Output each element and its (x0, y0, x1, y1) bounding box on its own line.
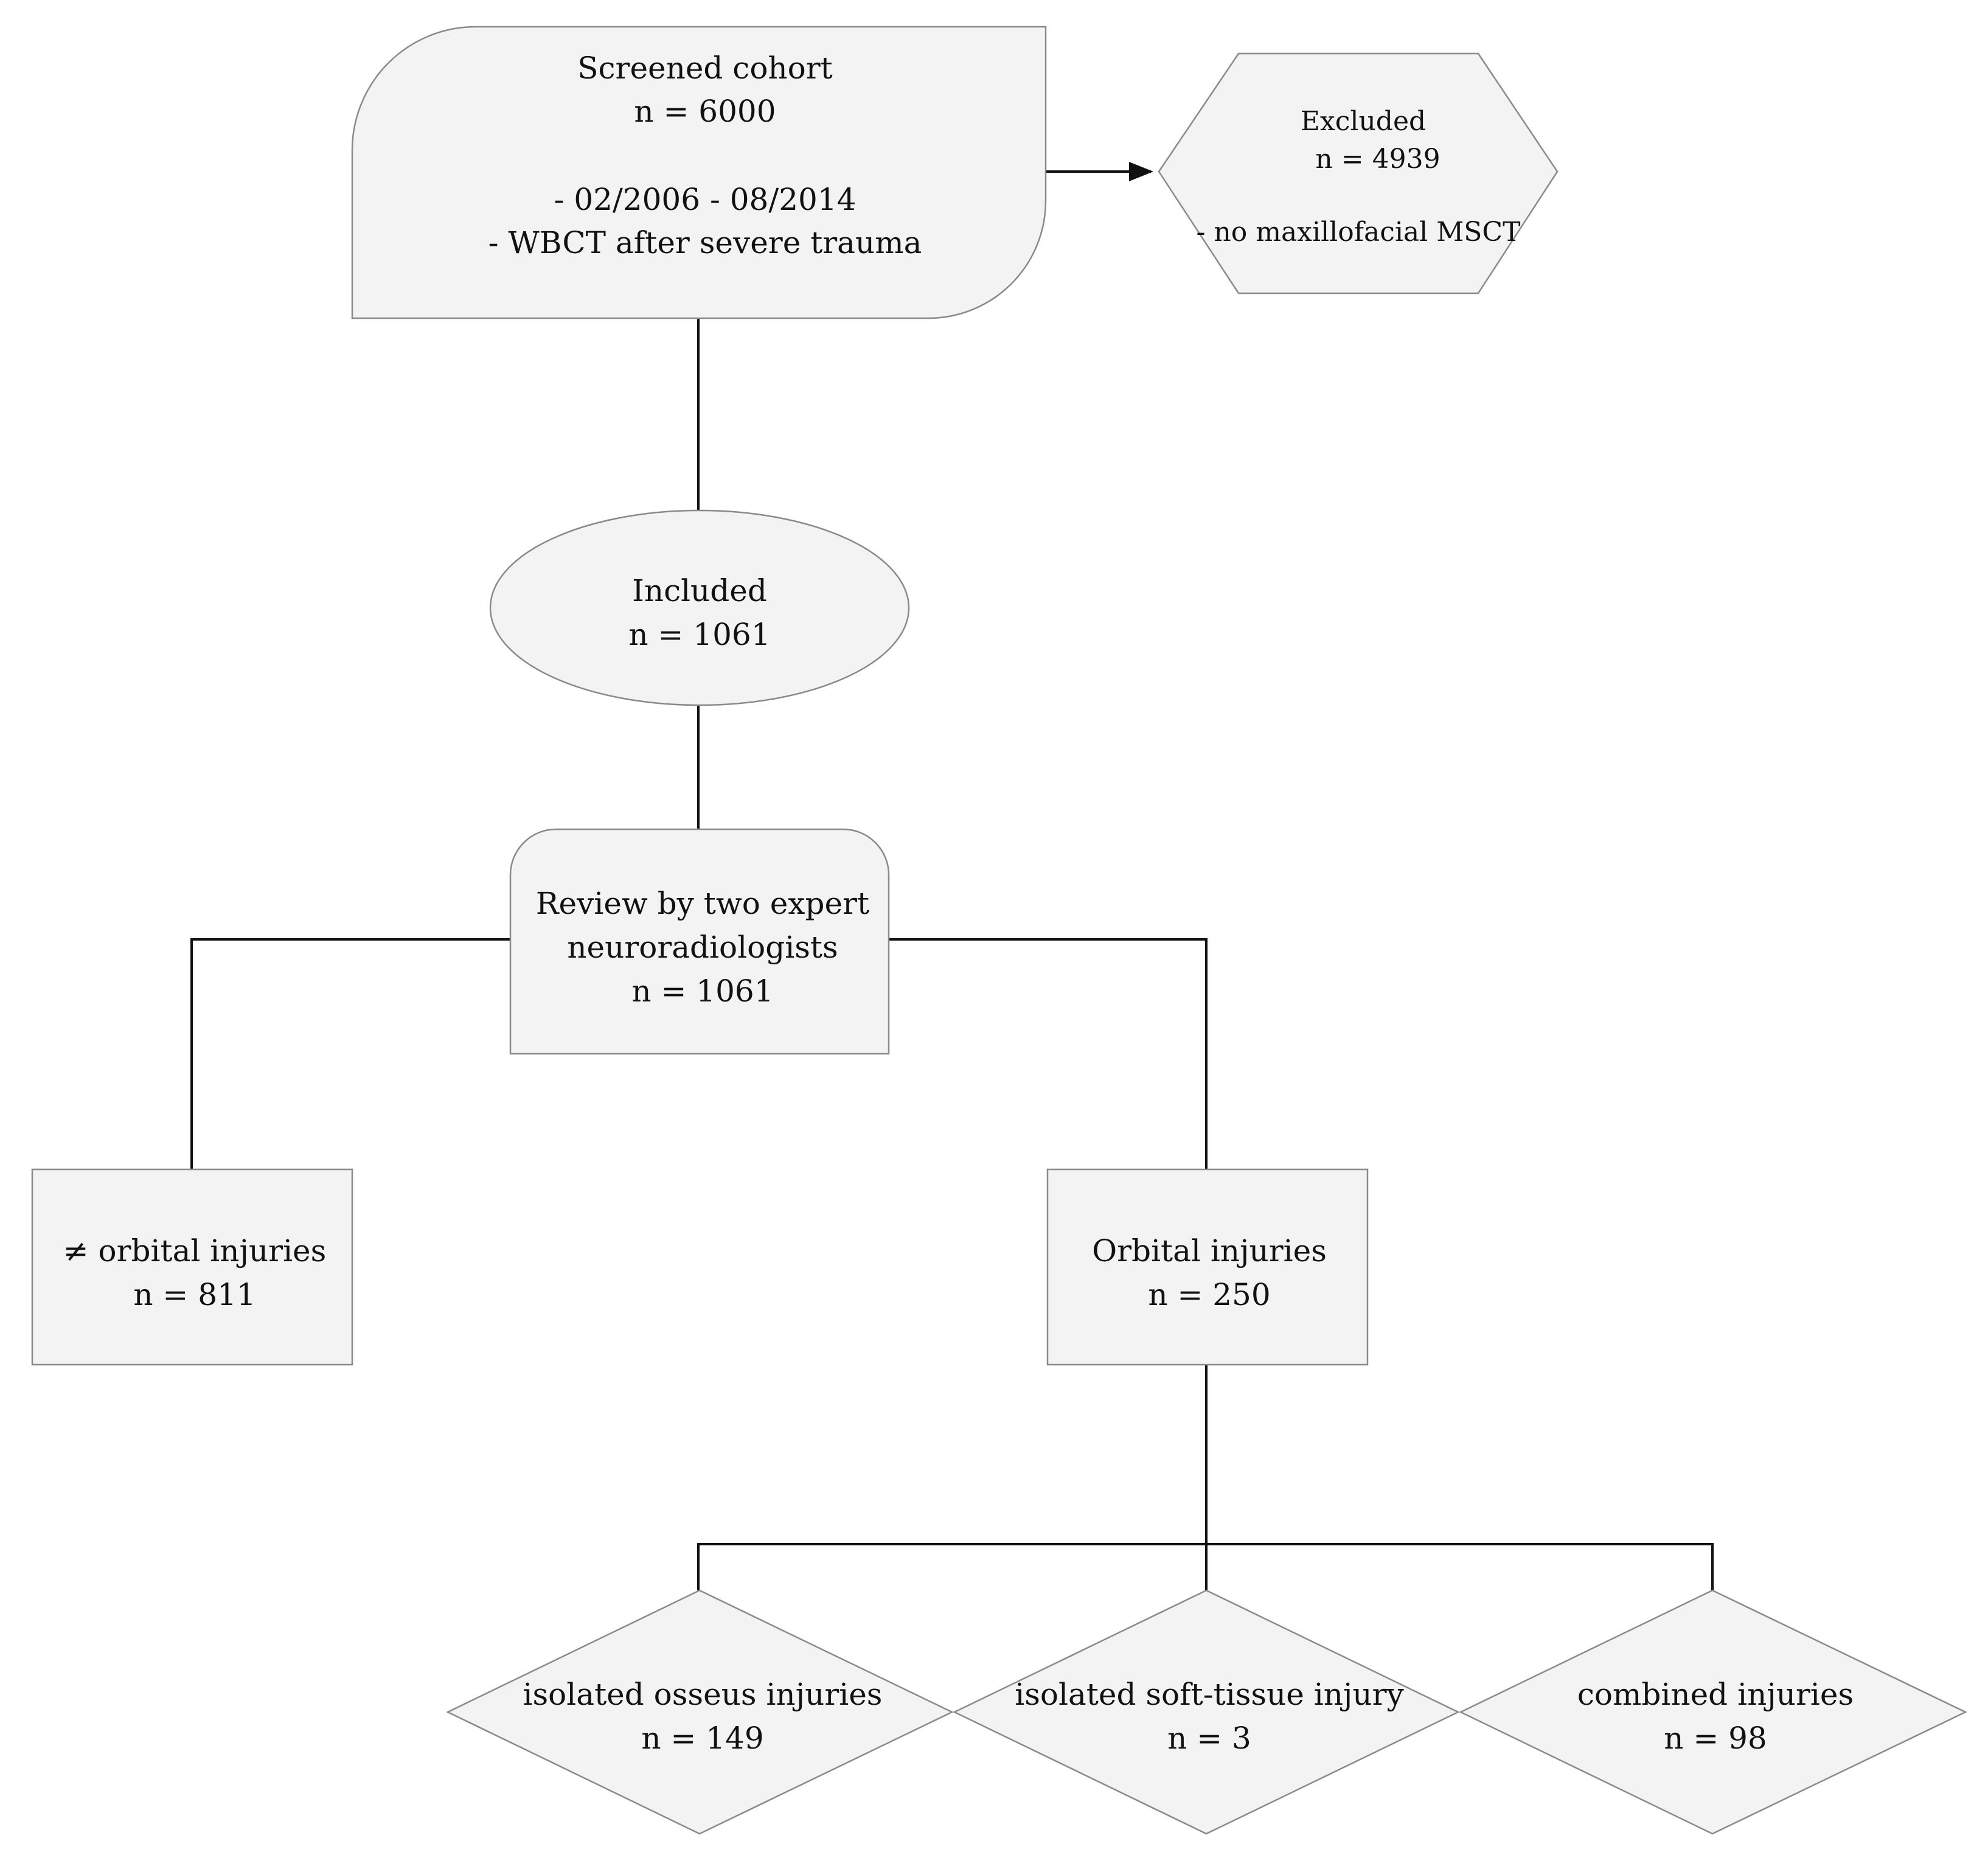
combined-shape (1459, 1589, 1967, 1835)
included-node: Included n = 1061 (489, 509, 910, 706)
osseous-shape (446, 1589, 954, 1835)
orbital-shape (1046, 1168, 1369, 1366)
non-orbital-shape (31, 1168, 353, 1366)
connector-branch-bar (697, 1543, 1714, 1590)
connector-review-to-orbital (889, 938, 1208, 1169)
excluded-node: Excluded n = 4939 - no maxillofacial MSC… (1158, 52, 1559, 294)
screened-cohort-period: - 02/2006 - 08/2014 (554, 182, 857, 217)
excluded-reason: - no maxillofacial MSCT (1197, 217, 1521, 248)
included-title: Included (632, 573, 767, 608)
soft-tissue-title: isolated soft-tissue injury (1015, 1677, 1404, 1712)
soft-tissue-node: isolated soft-tissue injury n = 3 (953, 1589, 1460, 1835)
osseous-node: isolated osseus injuries n = 149 (446, 1589, 954, 1835)
connector-review-to-non-orbital (190, 938, 510, 1169)
combined-count: n = 98 (1664, 1721, 1767, 1756)
non-orbital-node: ≠ orbital injuries n = 811 (31, 1168, 353, 1366)
orbital-count: n = 250 (1148, 1277, 1270, 1312)
review-node: Review by two expert neuroradiologists n… (509, 828, 890, 1055)
included-shape (489, 509, 910, 706)
screened-cohort-criterion: - WBCT after severe trauma (488, 225, 922, 260)
screened-cohort-node: Screened cohort n = 6000 - 02/2006 - 08/… (351, 26, 1047, 319)
screened-cohort-count: n = 6000 (634, 94, 776, 129)
review-count: n = 1061 (631, 973, 773, 1009)
review-shape (509, 828, 890, 1055)
combined-title: combined injuries (1577, 1677, 1854, 1712)
osseous-title: isolated osseus injuries (523, 1677, 883, 1712)
orbital-node: Orbital injuries n = 250 (1046, 1168, 1369, 1366)
osseous-count: n = 149 (641, 1721, 763, 1756)
soft-tissue-shape (953, 1589, 1460, 1835)
excluded-count: n = 4939 (1315, 144, 1440, 175)
combined-node: combined injuries n = 98 (1459, 1589, 1967, 1835)
soft-tissue-count: n = 3 (1167, 1721, 1251, 1756)
excluded-title: Excluded (1301, 106, 1426, 137)
review-line-1: Review by two expert (536, 886, 869, 921)
orbital-title: Orbital injuries (1092, 1233, 1327, 1269)
excluded-shape (1158, 52, 1559, 294)
non-orbital-title: ≠ orbital injuries (63, 1233, 327, 1269)
screened-cohort-title: Screened cohort (577, 50, 832, 86)
non-orbital-count: n = 811 (133, 1277, 255, 1312)
screened-cohort-shape (351, 26, 1047, 319)
included-count: n = 1061 (628, 617, 770, 652)
connectors (190, 162, 1714, 1590)
review-line-2: neuroradiologists (567, 930, 838, 965)
